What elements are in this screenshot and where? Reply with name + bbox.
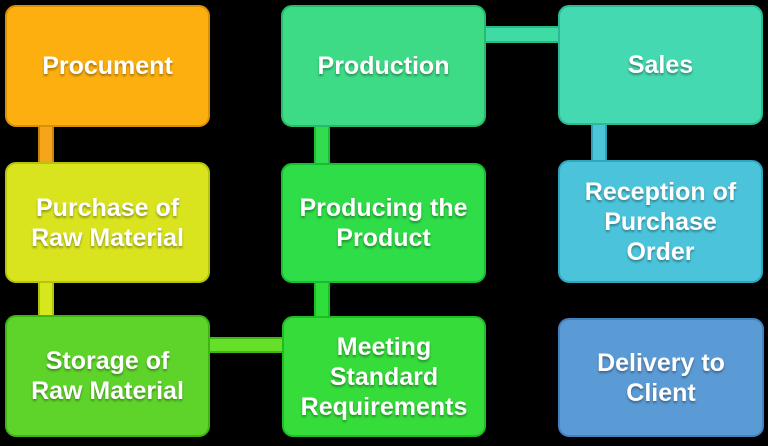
node-storage-raw-material: Storage of Raw Material [5,315,210,437]
node-storage-raw-material-label: Storage of Raw Material [31,347,184,405]
connector-production-sales [481,26,563,43]
node-delivery-client: Delivery to Client [558,318,764,437]
node-production-label: Production [317,52,450,80]
node-purchase-raw-material: Purchase of Raw Material [5,162,210,283]
node-procurement-label: Procument [42,52,173,80]
node-producing-product: Producing the Product [281,163,486,283]
node-procurement: Procument [5,5,210,127]
node-reception-purchase-order-label: Reception of Purchase Order [584,177,737,266]
node-meeting-standard-requirements-label: Meeting Standard Requirements [300,332,468,421]
node-sales: Sales [558,5,763,125]
node-delivery-client-label: Delivery to Client [597,348,725,407]
node-producing-product-label: Producing the Product [299,194,468,252]
node-reception-purchase-order: Reception of Purchase Order [558,160,763,283]
node-meeting-standard-requirements: Meeting Standard Requirements [282,316,486,437]
connector-storage-meeting [205,337,287,353]
node-purchase-raw-material-label: Purchase of Raw Material [31,193,184,252]
node-production: Production [281,5,486,127]
node-sales-label: Sales [627,51,694,79]
